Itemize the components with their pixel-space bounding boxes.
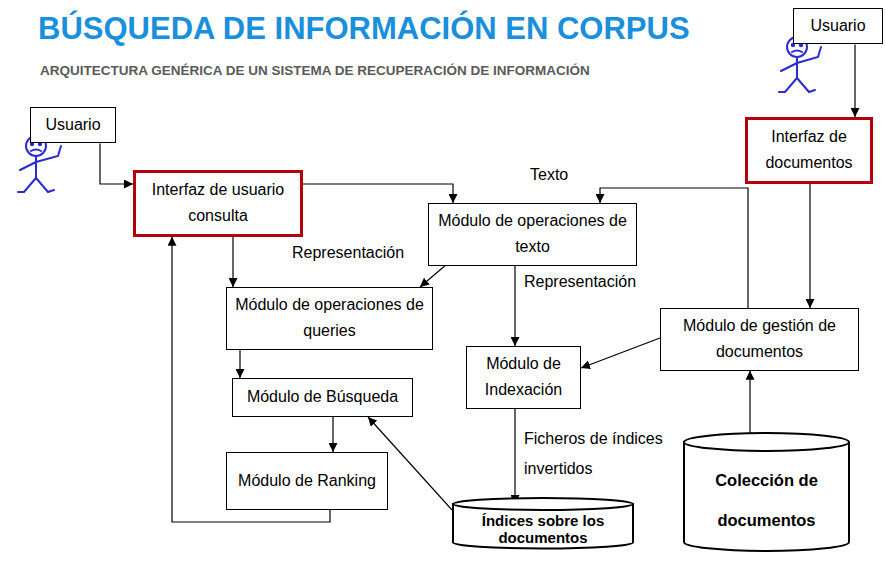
- cylinder-outline: [683, 432, 850, 552]
- interface-box: Interfaz de usuario consulta: [133, 170, 303, 237]
- edge-label: Representación: [522, 267, 638, 297]
- connector: [581, 338, 660, 368]
- edge-label: Ficheros de índices invertidos: [522, 424, 666, 485]
- database-cylinder: Índices sobre los documentos: [452, 497, 634, 550]
- connector: [332, 417, 333, 452]
- node-text: Módulo de Ranking: [232, 468, 382, 494]
- subtitle: ARQUITECTURA GENÉRICA DE UN SISTEMA DE R…: [40, 63, 590, 78]
- stick-figure: [18, 136, 61, 192]
- node-text: Módulo de Búsqueda: [238, 384, 407, 410]
- module-box: Módulo de Indexación: [466, 346, 581, 409]
- connector: [100, 143, 133, 184]
- connector: [239, 350, 240, 378]
- node-text: Interfaz de documentos: [753, 124, 865, 177]
- module-box: Módulo de Ranking: [226, 452, 388, 510]
- module-box: Módulo de Búsqueda: [232, 378, 413, 417]
- stick-figure: [779, 37, 821, 92]
- connector: [303, 184, 453, 203]
- node-text: Colección de documentos: [695, 461, 838, 540]
- node-text: Índices sobre los documentos: [464, 512, 622, 547]
- connector: [854, 44, 855, 117]
- node-text: Módulo de gestión de documentos: [666, 313, 853, 366]
- node-text: Usuario: [36, 112, 110, 138]
- database-cylinder: Colección de documentos: [683, 432, 850, 552]
- node-text: Usuario: [799, 13, 877, 39]
- connector: [420, 266, 445, 287]
- module-box: Módulo de operaciones de texto: [428, 203, 637, 266]
- module-box: Módulo de gestión de documentos: [660, 308, 859, 371]
- node-text: Módulo de Indexación: [472, 351, 575, 404]
- interface-box: Interfaz de documentos: [745, 117, 873, 184]
- node-text: Módulo de operaciones de queries: [232, 292, 427, 345]
- connector: [809, 184, 810, 308]
- user-box: Usuario: [30, 107, 116, 143]
- module-box: Módulo de operaciones de queries: [226, 287, 433, 350]
- edge-label: Representación: [290, 238, 406, 268]
- user-box: Usuario: [793, 8, 883, 44]
- connector: [232, 237, 233, 287]
- edge-label: Texto: [528, 160, 570, 190]
- connector: [514, 266, 515, 346]
- title: BÚSQUEDA DE INFORMACIÓN EN CORPUS: [38, 11, 690, 47]
- node-text: Interfaz de usuario consulta: [141, 177, 295, 230]
- node-text: Módulo de operaciones de texto: [434, 208, 631, 261]
- connector: [514, 409, 515, 504]
